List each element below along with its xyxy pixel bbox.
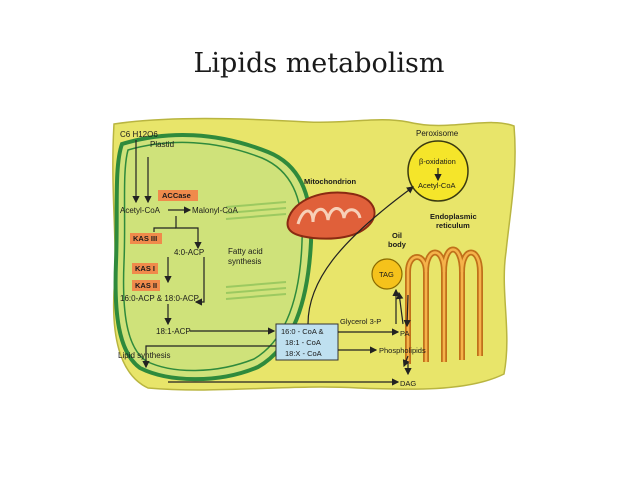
mitochondrion [286,191,376,240]
label-beta-oxidation: β-oxidation [419,157,456,166]
kas2-box [132,280,160,291]
label-acp18-1: 18:1-ACP [156,327,191,336]
thylakoid-lines [225,201,287,300]
lipid-metabolism-diagram: C6 H12O6 Plastid ACCase Acetyl-CoA Malon… [112,117,516,391]
label-coa-2: 18:1 - CoA [285,338,321,347]
accase-box [158,190,198,201]
label-accase: ACCase [162,191,191,200]
pathway-arrows [132,140,442,386]
oil-body-tag [371,258,403,290]
label-body: body [388,240,407,249]
label-kas1: KAS I [135,264,155,273]
label-acetyl-coa-plastid: Acetyl-CoA [120,206,161,215]
label-malonyl-coa: Malonyl-CoA [192,206,238,215]
label-lipid-synthesis: Lipid synthesis [118,351,170,360]
label-peroxisome: Peroxisome [416,129,459,138]
slide-title: Lipids metabolism [193,48,445,79]
label-coa-1: 16:0 - CoA & [281,327,324,336]
label-acetyl-coa-perox: Acetyl-CoA [418,181,456,190]
kas1-box [132,263,158,274]
label-plastid: Plastid [150,140,174,149]
label-fatty-acid: Fatty acid [228,247,263,256]
label-glucose: C6 H12O6 [120,130,158,139]
er-inner [406,248,482,364]
label-kas3: KAS III [133,234,157,243]
label-acp4: 4:0-ACP [174,248,204,257]
label-synthesis: synthesis [228,257,261,266]
kas3-box [130,233,162,244]
label-dag: DAG [400,379,416,388]
label-mitochondrion: Mitochondrion [304,177,356,186]
label-er-1: Endoplasmic [430,212,477,221]
label-glycerol: Glycerol 3-P [340,317,381,326]
label-oil: Oil [392,231,402,240]
label-kas2: KAS II [135,281,157,290]
label-coa-3: 18:X - CoA [285,349,322,358]
label-phospholipids: Phospholipids [379,346,426,355]
acyl-coa-box [275,323,339,361]
label-pa: PA [400,329,409,338]
label-tag: TAG [379,270,394,279]
label-acp16-18: 16:0-ACP & 18:0-ACP [120,294,199,303]
label-er-2: reticulum [436,221,470,230]
